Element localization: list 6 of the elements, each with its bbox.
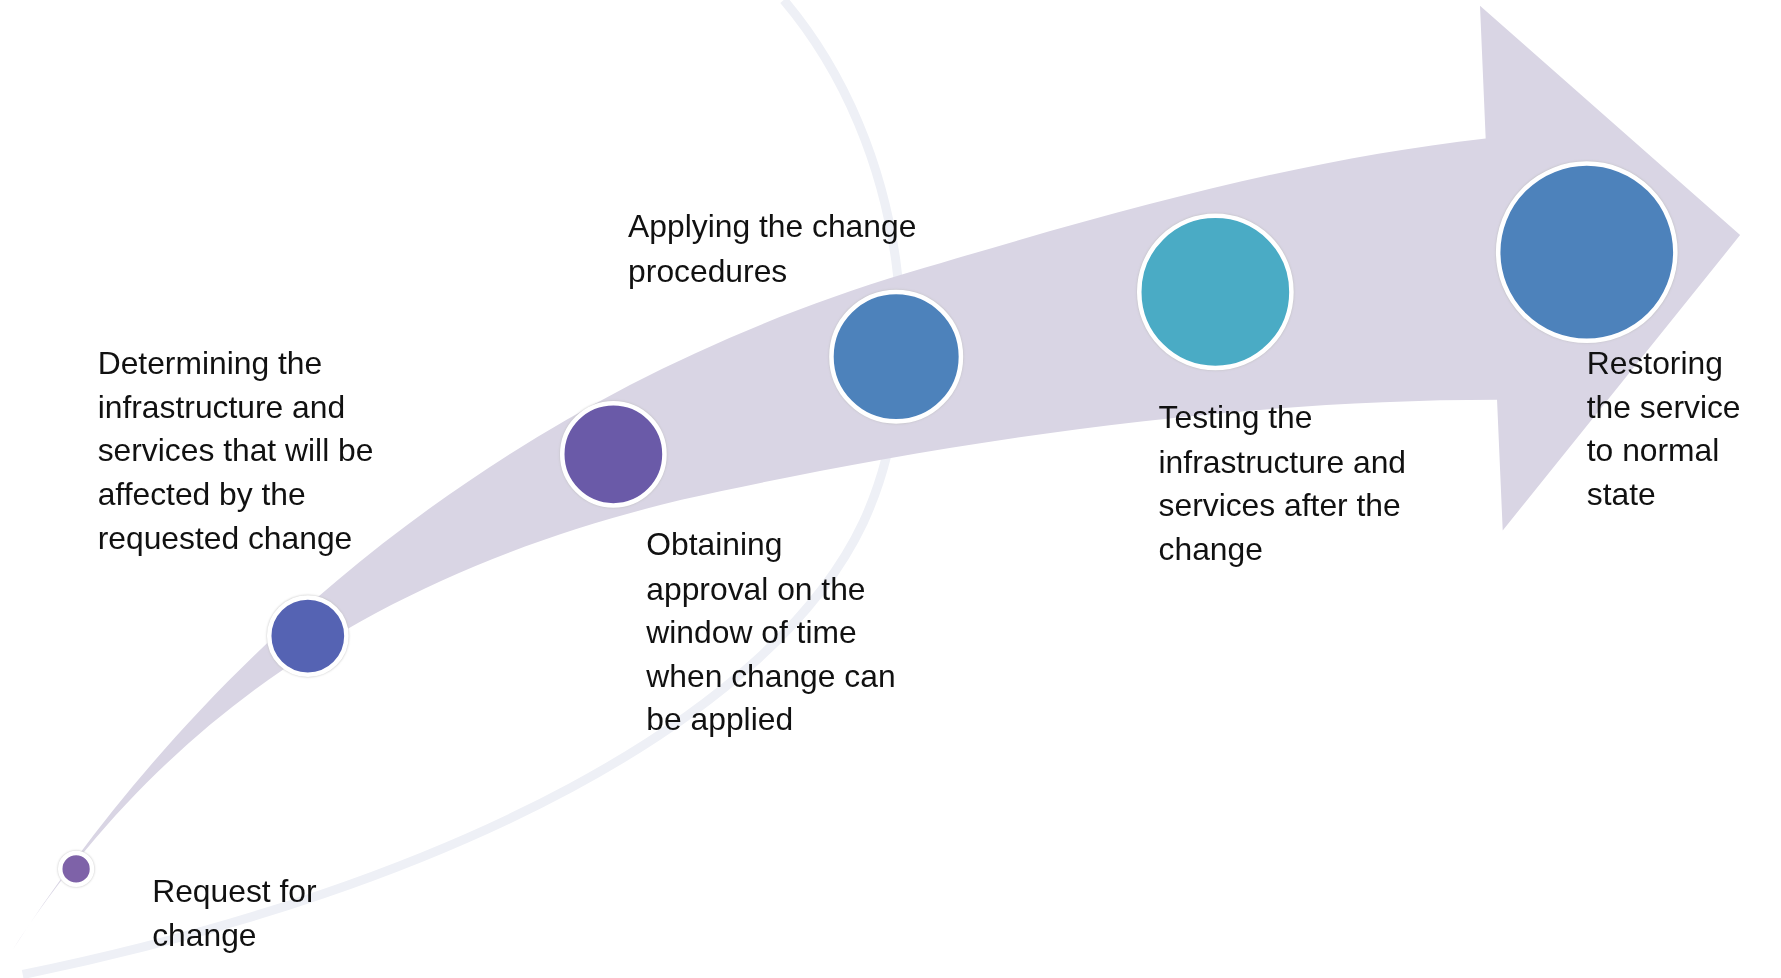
step-label: Applying the change procedures xyxy=(628,208,918,291)
step-label: Determining the infrastructure and services that will be affected by the requested change xyxy=(97,344,375,558)
step-label: Restoring the service to normal state xyxy=(1586,344,1742,514)
step-label: Testing the infrastructure and services after the change xyxy=(1158,398,1408,569)
step-label: Obtaining approval on the window of time when change can be applied xyxy=(646,526,897,740)
step-label: Request for change xyxy=(152,872,318,955)
